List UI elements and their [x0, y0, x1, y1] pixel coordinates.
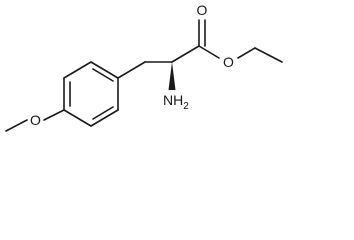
- bond-ring-3: [90, 61, 119, 79]
- chemical-structure: O O O NH2: [5, 2, 283, 132]
- bond-carbonyl-ester-o: [198, 45, 220, 59]
- wedge-bond-alpha-amine: [168, 62, 176, 90]
- amine-label: NH2: [163, 92, 189, 112]
- bond-ester-o-ch2: [237, 47, 256, 59]
- bond-ring-2: [63, 61, 92, 79]
- bond-methoxy-o-ring: [43, 109, 65, 121]
- bond-ring-ch2: [117, 61, 146, 79]
- bond-ring-6: [63, 109, 92, 127]
- bond-methyl-methoxy-o: [5, 119, 28, 132]
- bond-ethyl-ch2-ch3: [254, 47, 283, 63]
- methoxy-oxygen-label: O: [30, 112, 41, 128]
- amine-subscript: 2: [183, 101, 189, 112]
- bond-ring-inner-2: [92, 68, 114, 82]
- bond-ring-inner-3: [92, 106, 114, 120]
- bond-ring-5: [90, 109, 119, 127]
- ester-oxygen-label: O: [223, 54, 234, 70]
- amine-main-text: NH: [163, 92, 183, 108]
- bond-alpha-carbonyl: [171, 45, 200, 63]
- carbonyl-oxygen-label: O: [197, 2, 208, 18]
